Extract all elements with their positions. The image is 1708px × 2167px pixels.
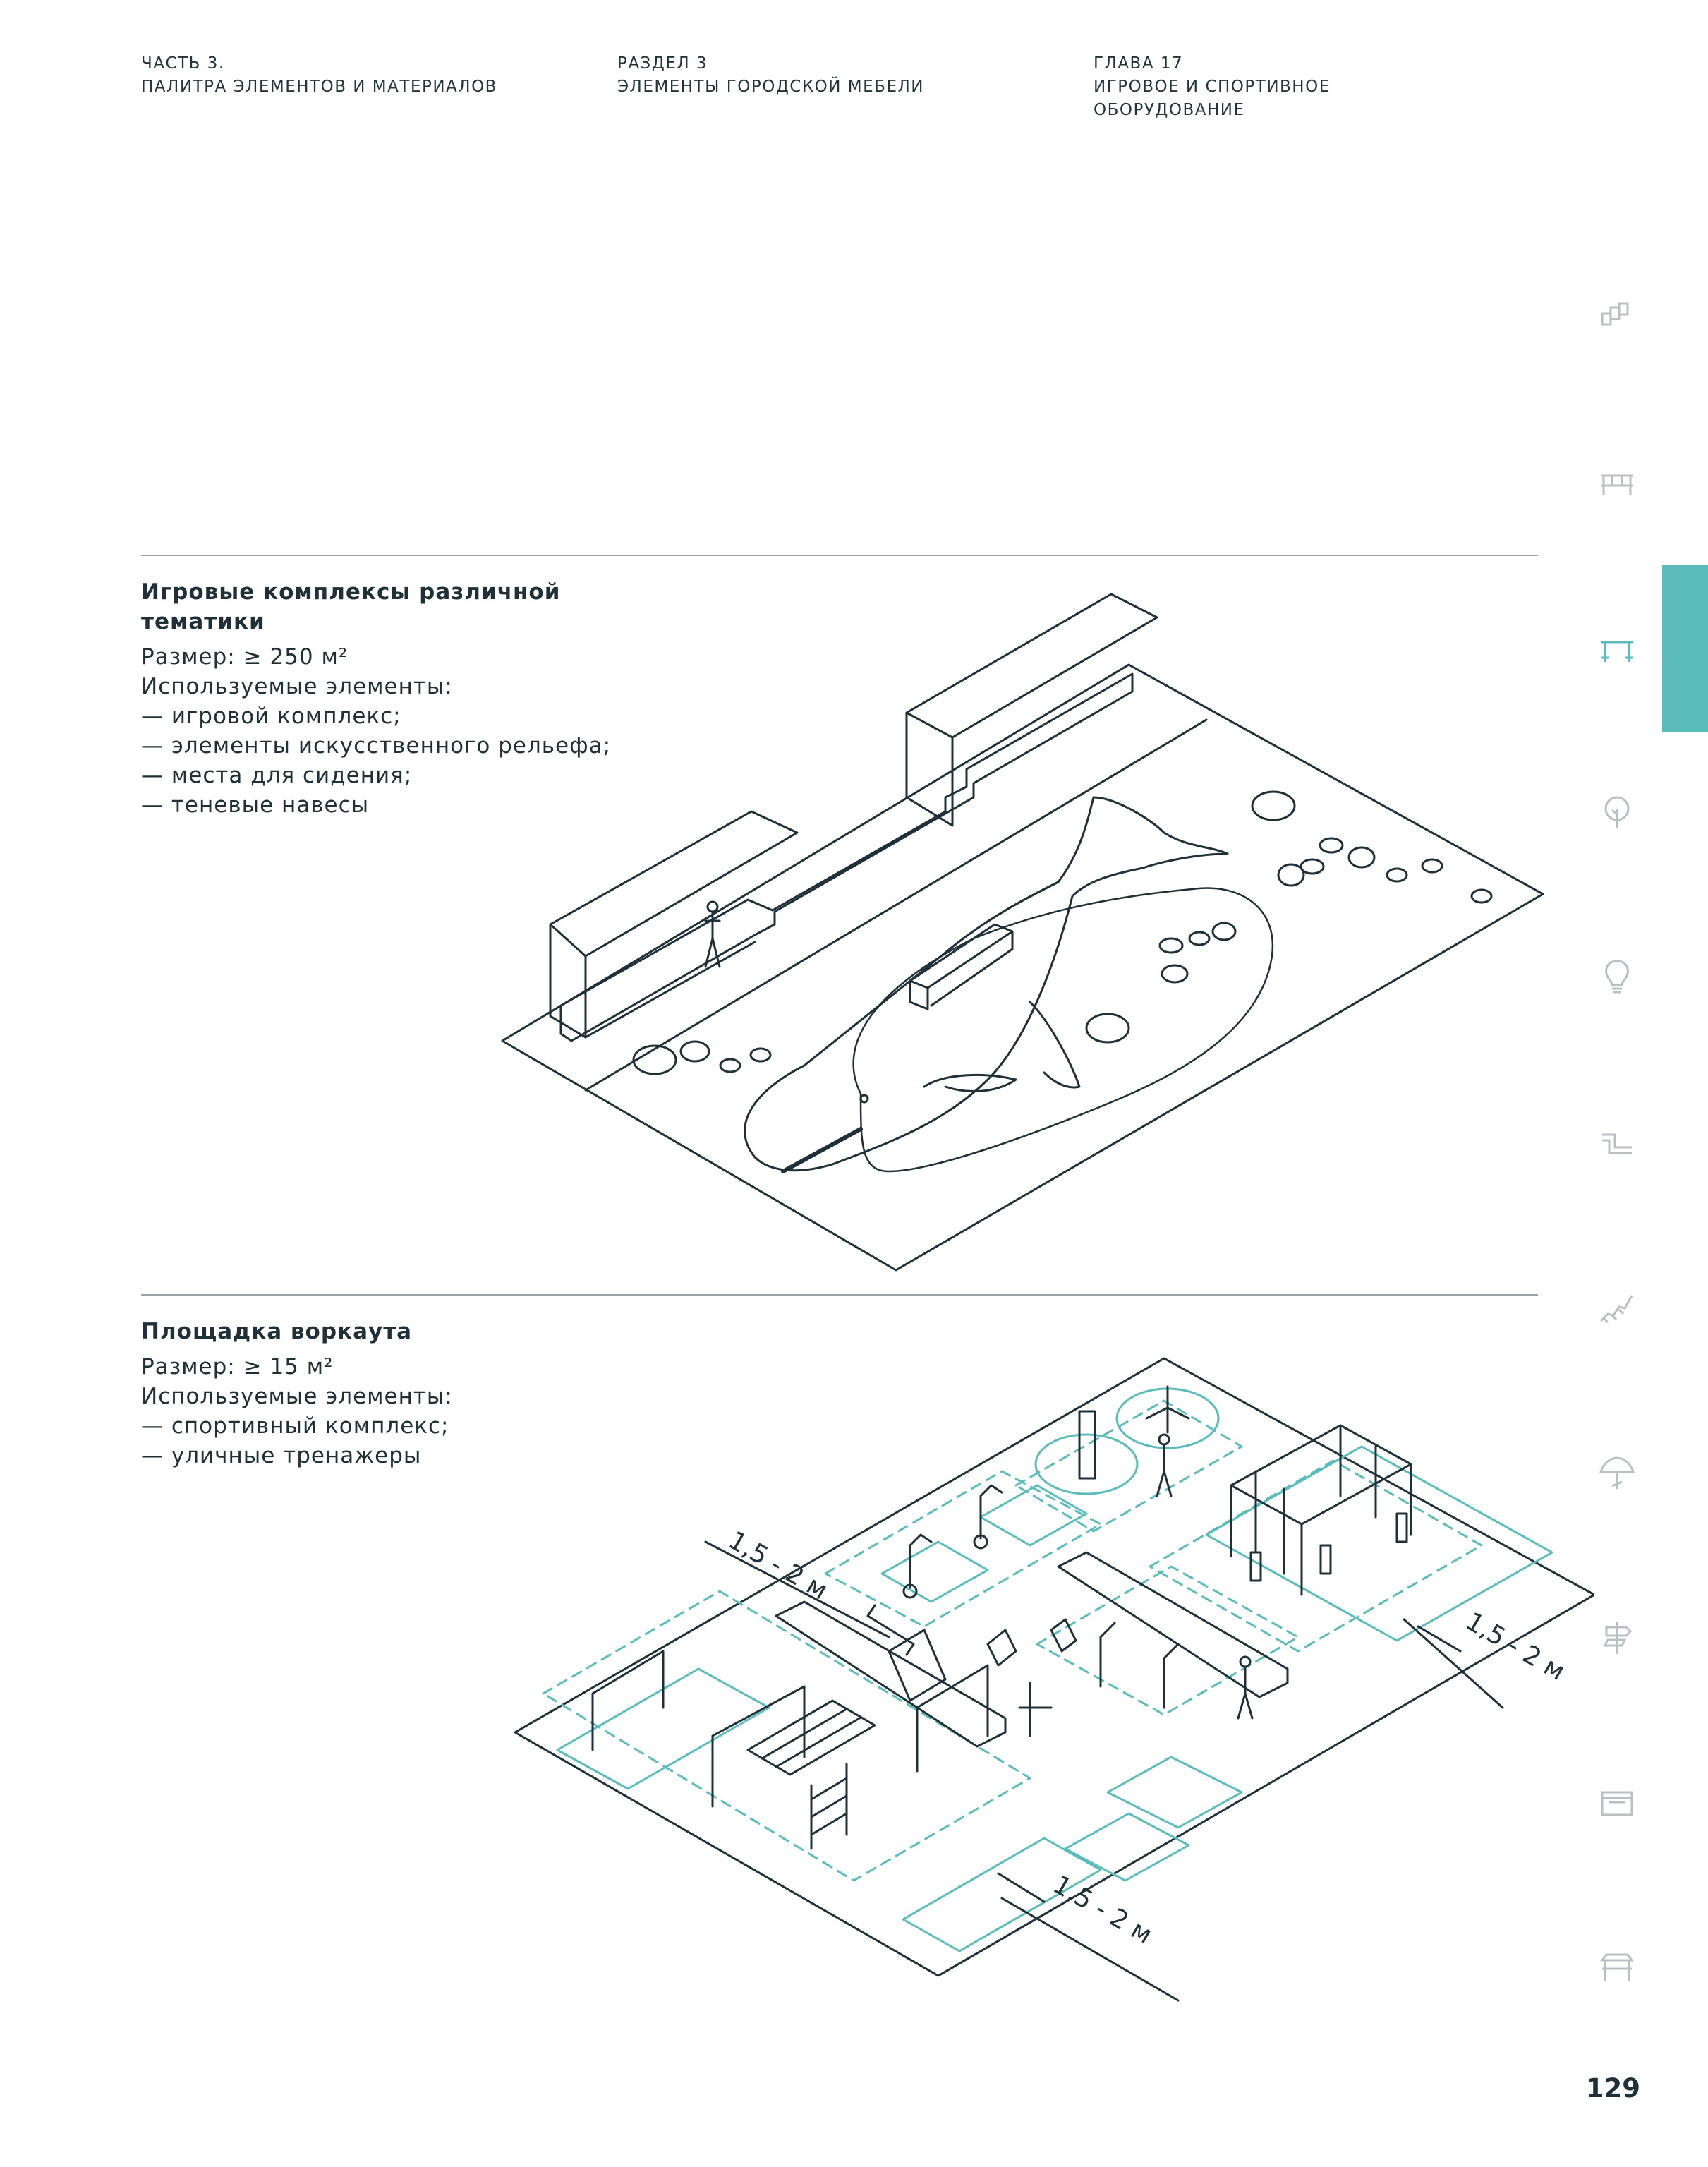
header-part-number: ЧАСТЬ 3.	[141, 54, 225, 73]
header-section-number: РАЗДЕЛ 3	[617, 54, 708, 73]
kiosk-icon[interactable]	[1598, 1784, 1636, 1822]
header-part: ЧАСТЬ 3. ПАЛИТРА ЭЛЕМЕНТОВ И МАТЕРИАЛОВ	[141, 52, 497, 99]
workout-area-illustration: 1,5 - 2 м 1,5 - 2 м 1,5 - 2 м	[514, 1357, 1594, 2002]
pavilion-icon[interactable]	[1598, 1949, 1636, 1987]
table-icon[interactable]	[1598, 632, 1636, 670]
wall-top-right	[905, 593, 1158, 739]
workout-size: Размер: ≥ 15 м²	[141, 1354, 334, 1380]
dimension-label-3: 1,5 - 2 м	[1048, 1870, 1157, 1950]
playground-element-item: — теневые навесы	[141, 792, 370, 818]
playground-element-item: — игровой комплекс;	[141, 704, 401, 729]
workout-element-item: — спортивный комплекс;	[141, 1413, 449, 1439]
header-section: РАЗДЕЛ 3 ЭЛЕМЕНТЫ ГОРОДСКОЙ МЕБЕЛИ	[617, 52, 924, 99]
page-number: 129	[1585, 2073, 1640, 2103]
lightbulb-icon[interactable]	[1598, 957, 1636, 995]
header-section-title: ЭЛЕМЕНТЫ ГОРОДСКОЙ МЕБЕЛИ	[617, 78, 924, 96]
safety-zones	[556, 1387, 1553, 1952]
slide	[1029, 1001, 1081, 1089]
bench-icon[interactable]	[1598, 466, 1636, 504]
umbrella-icon[interactable]	[1598, 1454, 1636, 1492]
whale-body	[744, 796, 1229, 1172]
playground-element-item: — места для сидения;	[141, 763, 413, 788]
bridge	[909, 923, 1014, 989]
stairs-icon[interactable]	[1598, 1288, 1636, 1327]
playground-title: Игровые комплексы различной тематики	[141, 577, 593, 636]
dim-line-3	[1000, 1897, 1180, 2002]
whale-fin	[923, 1073, 1017, 1092]
active-section-tab[interactable]	[1662, 565, 1708, 732]
header-chapter: ГЛАВА 17 ИГРОВОЕ И СПОРТИВНОЕ ОБОРУДОВАН…	[1094, 52, 1331, 122]
pipe-icon[interactable]	[1598, 1123, 1636, 1161]
dimension-label-1: 1,5 - 2 м	[724, 1526, 832, 1605]
soft-surface	[852, 887, 1274, 1173]
playground-size: Размер: ≥ 250 м²	[141, 644, 349, 670]
header-chapter-title-2: ОБОРУДОВАНИЕ	[1094, 101, 1245, 119]
workout-title-line-1: Площадка воркаута	[141, 1319, 413, 1344]
playground-title-line-2: тематики	[141, 609, 265, 634]
dim-line-1	[704, 1540, 890, 1638]
path-edge	[584, 718, 1208, 1092]
ground-plane	[501, 663, 1544, 1272]
workout-elements-label: Используемые элементы:	[141, 1384, 453, 1409]
person-figure	[704, 900, 721, 968]
workout-element-item: — уличные тренажеры	[141, 1443, 422, 1468]
workout-title: Площадка воркаута	[141, 1317, 593, 1346]
section-divider-2	[141, 1294, 1538, 1296]
tree-icon[interactable]	[1598, 793, 1636, 831]
wall-top-left	[549, 810, 799, 958]
header-chapter-number: ГЛАВА 17	[1094, 54, 1184, 73]
whale-mouth	[781, 1127, 863, 1173]
buildings-icon[interactable]	[1598, 299, 1636, 337]
whale-playground-illustration	[501, 593, 1544, 1272]
ground-plane	[514, 1357, 1594, 1977]
stepped-bench	[559, 672, 1134, 1042]
workout-description: Площадка воркаута Размер: ≥ 15 м² Исполь…	[141, 1317, 593, 1471]
header-chapter-title-1: ИГРОВОЕ И СПОРТИВНОЕ	[1094, 78, 1331, 96]
header-part-title: ПАЛИТРА ЭЛЕМЕНТОВ И МАТЕРИАЛОВ	[141, 78, 497, 96]
wall-left-face	[549, 923, 587, 1039]
playground-element-item: — элементы искусственного рельефа;	[141, 733, 612, 759]
signpost-icon[interactable]	[1598, 1619, 1636, 1657]
playground-description: Игровые комплексы различной тематики Раз…	[141, 577, 612, 820]
dim-line-2	[1403, 1618, 1504, 1709]
playground-elements-label: Используемые элементы:	[141, 674, 453, 699]
section-divider-1	[141, 555, 1538, 556]
playground-title-line-1: Игровые комплексы различной	[141, 579, 561, 605]
